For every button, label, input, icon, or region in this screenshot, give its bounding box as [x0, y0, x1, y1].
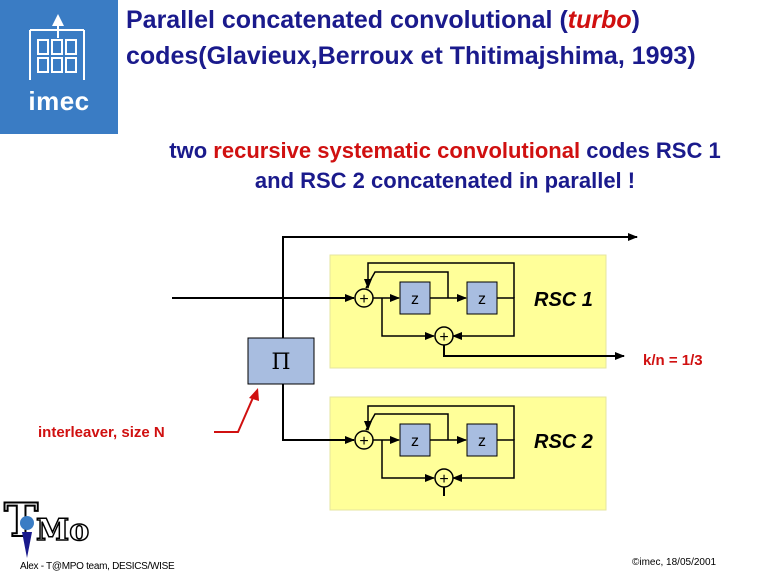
rsc2-output-adder-symbol: + — [439, 471, 448, 488]
code-rate-label: k/n = 1/3 — [643, 352, 703, 369]
rsc1-label: RSC 1 — [534, 289, 593, 311]
title-line2: codes(Glavieux,Berroux et Thitimajshima,… — [126, 42, 696, 70]
subtitle-pre: two — [169, 138, 214, 163]
rsc2-delay-2-label: z — [478, 433, 486, 450]
tmpo-logo: T Mo — [3, 492, 90, 558]
rsc1-parity-output-line — [443, 345, 625, 360]
rsc1-input-adder-symbol: + — [359, 291, 368, 308]
tmpo-logo-at — [20, 516, 34, 530]
footer-copyright: ©imec, 18/05/2001 — [632, 557, 717, 568]
rsc1-feedback-outer — [364, 262, 515, 298]
tmpo-logo-mpo: Mo — [36, 513, 89, 548]
rsc2-delay-1-label: z — [411, 433, 419, 450]
subtitle-line2: and RSC 2 concatenated in parallel ! — [254, 168, 636, 193]
title-highlight-turbo: turbo — [567, 6, 632, 34]
interleaver-to-rsc2-line — [282, 384, 355, 444]
interleaver-block — [247, 337, 315, 385]
rsc2-feedback-outer — [364, 405, 515, 440]
rsc1-delay-2-label: z — [478, 291, 486, 308]
interleaver-pointer — [214, 392, 256, 433]
slide-subtitle: two recursive systematic convolutional c… — [130, 136, 760, 196]
rsc2-input-adder-symbol: + — [359, 433, 368, 450]
rsc1-feedback-inner — [365, 271, 449, 298]
title-line1-post: ) — [631, 6, 640, 34]
rsc2-wire-c — [452, 439, 515, 482]
systematic-output-line — [282, 233, 638, 298]
imec-logo-graphic — [29, 14, 85, 80]
title-line1-pre: Parallel concatenated convolutional ( — [126, 6, 568, 34]
subtitle-highlight: recursive systematic convolutional — [213, 138, 581, 163]
imec-logo-text: imec — [28, 86, 90, 116]
rsc1-delay-1-label: z — [411, 291, 419, 308]
imec-logo: imec — [0, 0, 118, 134]
rsc1-output-adder-symbol: + — [439, 329, 448, 346]
rsc2-encoder: + z z + RSC 2 — [354, 405, 593, 488]
rsc2-feedback-inner — [365, 413, 449, 440]
tmpo-logo-pointer — [22, 532, 32, 558]
interleaver-caption: interleaver, size N — [38, 424, 165, 441]
slide-title: Parallel concatenated convolutional (tur… — [126, 2, 766, 74]
interleaver-symbol: Π — [271, 350, 290, 375]
rsc1-wire-c — [452, 297, 515, 340]
rsc2-feedforward — [381, 440, 435, 482]
footer-credit: Alex - T@MPO team, DESICS/WISE — [20, 561, 175, 572]
rsc1-delay-2 — [466, 281, 498, 315]
rsc1-delay-1 — [399, 281, 431, 315]
rsc1-encoder: + z z + RSC 1 — [354, 262, 593, 346]
rsc1-feedforward — [381, 298, 435, 340]
subtitle-post: codes RSC 1 — [580, 138, 721, 163]
interleaver-pointer-head — [249, 388, 259, 401]
rsc2-label: RSC 2 — [534, 431, 593, 453]
